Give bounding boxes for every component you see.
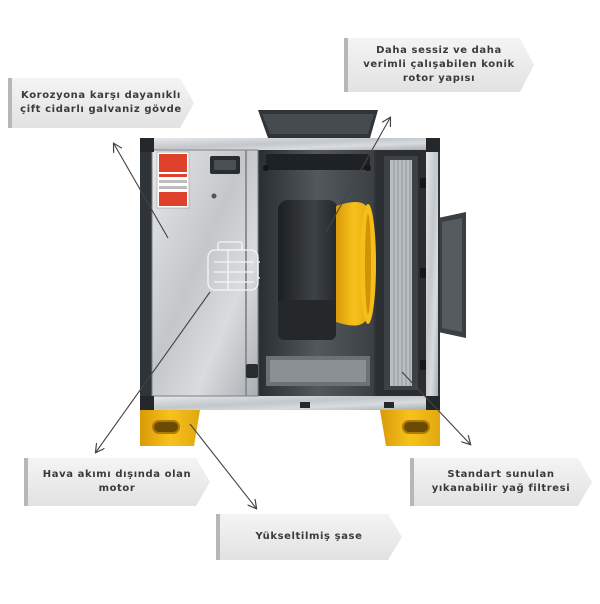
top-intake-hood	[258, 110, 378, 138]
callout-chassis-label: Yükseltilmiş şase	[255, 531, 363, 542]
callout-body-label: Korozyona karşı dayanıklı çift cidarlı g…	[20, 90, 182, 115]
leader-body	[114, 144, 169, 239]
side-outlet-duct	[438, 212, 466, 338]
leader-chassis	[189, 423, 256, 508]
leader-motor	[96, 291, 211, 452]
leader-filter	[401, 371, 470, 444]
leader-rotor	[325, 118, 390, 233]
callout-filter-label: Standart sunulan yıkanabilir yağ filtres…	[431, 469, 571, 494]
callout-motor: Hava akımı dışında olan motor	[24, 458, 210, 506]
callout-filter: Standart sunulan yıkanabilir yağ filtres…	[410, 458, 592, 506]
callout-body: Korozyona karşı dayanıklı çift cidarlı g…	[8, 78, 194, 128]
callout-rotor: Daha sessiz ve daha verimli çalışabilen …	[344, 38, 534, 92]
left-door-panel	[151, 149, 269, 397]
oil-filter	[376, 150, 428, 396]
callout-chassis: Yükseltilmiş şase	[216, 514, 402, 560]
callout-rotor-label: Daha sessiz ve daha verimli çalışabilen …	[363, 45, 515, 84]
leader-lines	[96, 118, 470, 508]
fan-wheel	[278, 200, 338, 310]
motor-outline	[207, 241, 269, 291]
fan-chamber	[260, 150, 376, 396]
callout-motor-label: Hava akımı dışında olan motor	[42, 469, 192, 494]
raised-chassis-feet	[140, 410, 440, 446]
